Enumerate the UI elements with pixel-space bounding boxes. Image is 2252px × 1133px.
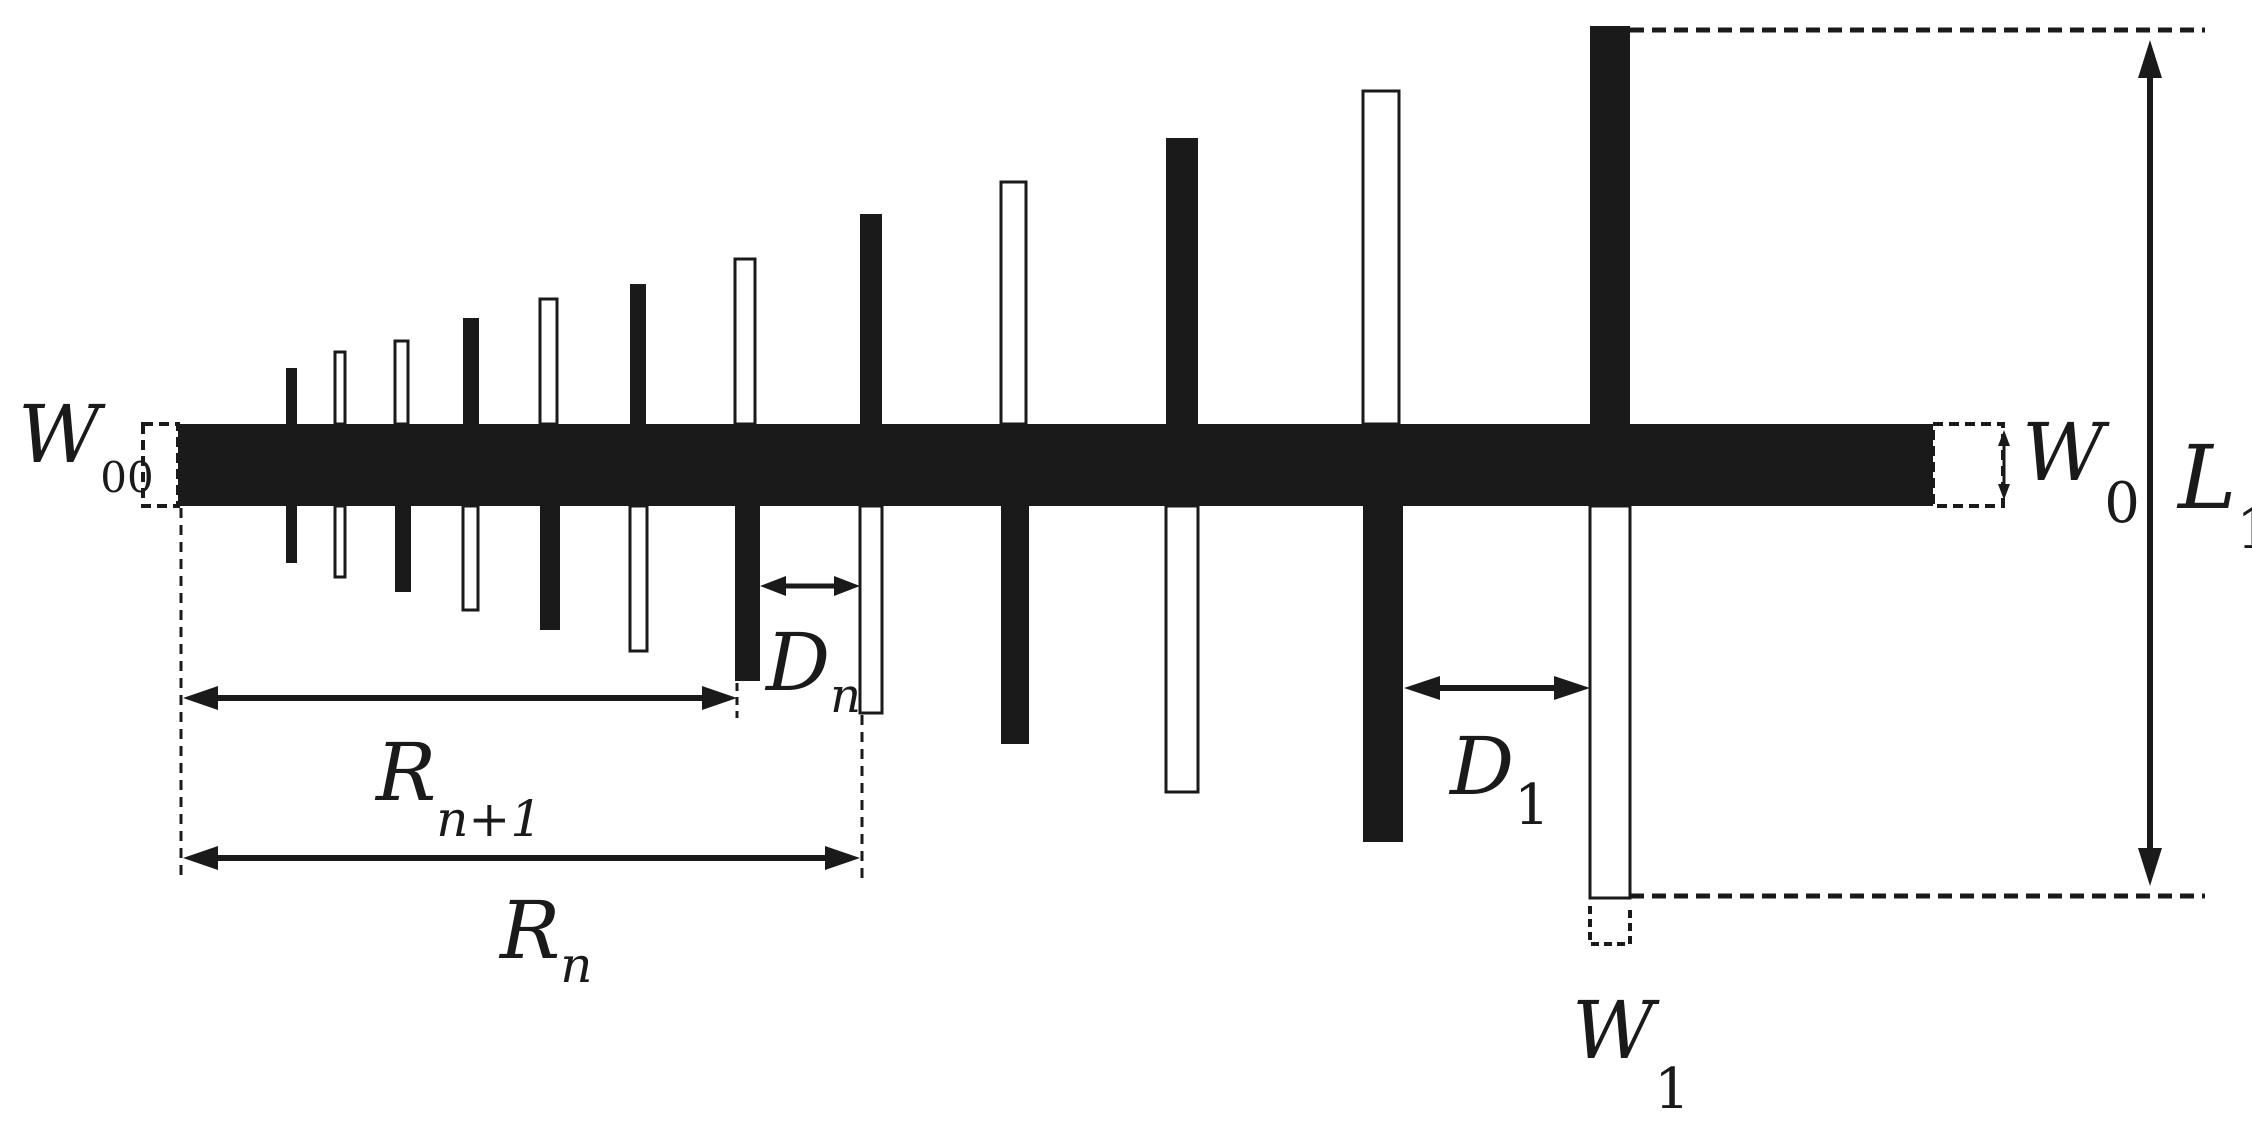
dipole-arm xyxy=(393,339,410,426)
lower-dipole-arms xyxy=(286,504,1632,900)
w1-bracket xyxy=(1588,906,1632,946)
label-w0: W0 xyxy=(2022,406,2140,536)
dn-arrow-head-left xyxy=(760,576,786,596)
dipole-arm xyxy=(461,504,480,612)
dipole-arm xyxy=(1164,504,1200,794)
w0-arrow-head-bottom xyxy=(1998,484,2010,500)
rn-arrow-head-right xyxy=(825,846,860,870)
dipole-arm xyxy=(630,284,646,424)
rn-arrow-head-left xyxy=(183,846,218,870)
dn-arrow-head-right xyxy=(834,576,860,596)
label-dn: Dn xyxy=(764,616,861,724)
rn1-arrow-head-right xyxy=(702,686,737,710)
dipole-arm xyxy=(628,504,649,653)
dipole-arm xyxy=(735,506,760,681)
dipole-arm xyxy=(1588,504,1632,900)
rn1-arrow-head-left xyxy=(183,686,218,710)
feed-line xyxy=(178,424,1933,506)
dipole-arm xyxy=(1001,506,1029,744)
dipole-arm xyxy=(1363,506,1403,842)
upper-dipole-arms xyxy=(286,26,1630,426)
dipole-arm xyxy=(733,257,757,426)
label-d1: D1 xyxy=(1448,720,1550,838)
label-w00: W00 xyxy=(18,388,154,502)
feed-end-right-box xyxy=(1931,422,2005,508)
dipole-arm xyxy=(286,368,297,424)
dipole-arm xyxy=(860,214,882,424)
dipole-arm xyxy=(1166,138,1198,424)
dipole-arm xyxy=(999,180,1028,426)
dipole-arm xyxy=(540,506,560,630)
dipole-arm xyxy=(463,318,479,424)
dimension-arrows xyxy=(183,40,2162,886)
dipole-arm xyxy=(538,297,559,426)
dipole-arm xyxy=(858,504,884,715)
dipole-arm xyxy=(1590,26,1630,424)
label-rn1: Rn+1 xyxy=(374,726,542,848)
label-w1: W1 xyxy=(1572,984,1690,1122)
w0-arrow-head-top xyxy=(1998,430,2010,446)
label-rn: Rn xyxy=(498,884,592,994)
d1-arrow-head-left xyxy=(1404,676,1440,700)
dipole-arm xyxy=(286,506,297,563)
dipole-arm xyxy=(333,350,347,426)
dipole-arm xyxy=(1361,89,1401,426)
feed-end-left-box xyxy=(141,422,180,508)
l1-arrow-head-top xyxy=(2138,40,2162,78)
dipole-arm xyxy=(395,506,411,592)
l1-arrow-head-bottom xyxy=(2138,848,2162,886)
label-l1: L1 xyxy=(2176,426,2252,562)
d1-arrow-head-right xyxy=(1554,676,1590,700)
dipole-arm xyxy=(333,504,347,579)
